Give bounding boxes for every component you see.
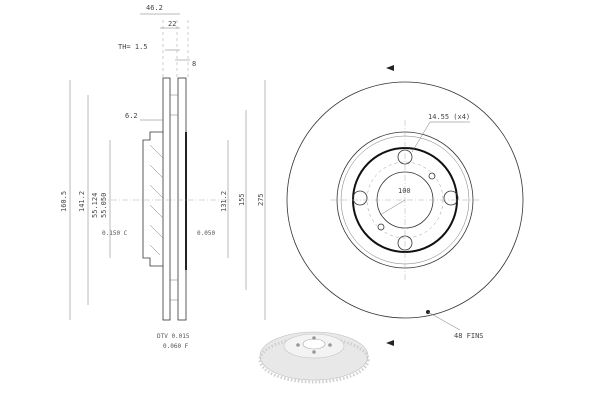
hat-section-outline	[142, 131, 163, 267]
disc-photo-bolt-2	[328, 343, 332, 347]
disc-outer-edge	[286, 81, 524, 319]
label-center-dim: 155	[238, 193, 246, 206]
label-thickness-variation: TH= 1.5	[118, 43, 148, 51]
label-center-bore: 100	[398, 187, 411, 195]
label-outer-dim-1: 160.5	[60, 191, 68, 212]
label-hat-height: 22	[168, 20, 176, 28]
label-outer-dim-2: 141.2	[78, 191, 86, 212]
label-fins: 48 FINS	[454, 332, 484, 340]
bore-leader	[379, 199, 406, 216]
label-hole-note: 14.55 (x4)	[428, 113, 470, 121]
hole-leader	[411, 121, 431, 153]
disc-photo-bolt-4	[312, 350, 316, 354]
disc-photo-bolt-1	[296, 343, 300, 347]
bolt-hole-right	[443, 190, 459, 206]
locating-hole-1	[428, 172, 436, 180]
label-top-width: 46.2	[146, 4, 163, 12]
disc-photo-bore	[302, 338, 326, 350]
label-runout-left: 0.150 C	[102, 230, 128, 237]
label-hub-tol-upper: 55.124	[91, 193, 99, 218]
bolt-hole-left	[352, 190, 368, 206]
label-top-small: 8	[192, 60, 196, 68]
label-inner-height: 131.2	[220, 191, 228, 212]
fins-leader	[427, 311, 461, 331]
rotor-plate-inner	[177, 77, 187, 321]
label-overall-dim: 275	[257, 193, 265, 206]
disc-photo-bolt-3	[312, 336, 316, 340]
vent-fins-section	[170, 94, 178, 301]
locating-hole-2	[377, 223, 385, 231]
rotation-arrow-top	[386, 65, 394, 71]
label-hub-tol-lower: 55.050	[100, 193, 108, 218]
side-section-view: 46.2 22 TH= 1.5 8 6.2 160.5 141.2 55.124…	[60, 4, 266, 350]
label-dtv: DTV 0.015	[157, 333, 190, 340]
rotor-plate-outer	[162, 77, 171, 321]
rotation-arrow-bottom	[386, 340, 394, 346]
label-runout-right: 0.050	[197, 230, 215, 237]
label-offset: 6.2	[125, 112, 138, 120]
hat-hatching	[149, 144, 164, 256]
label-flatness: 0.060 F	[163, 343, 189, 350]
product-thumbnail	[258, 331, 370, 384]
front-view: 14.55 (x4) 100 48 FINS	[286, 65, 524, 346]
